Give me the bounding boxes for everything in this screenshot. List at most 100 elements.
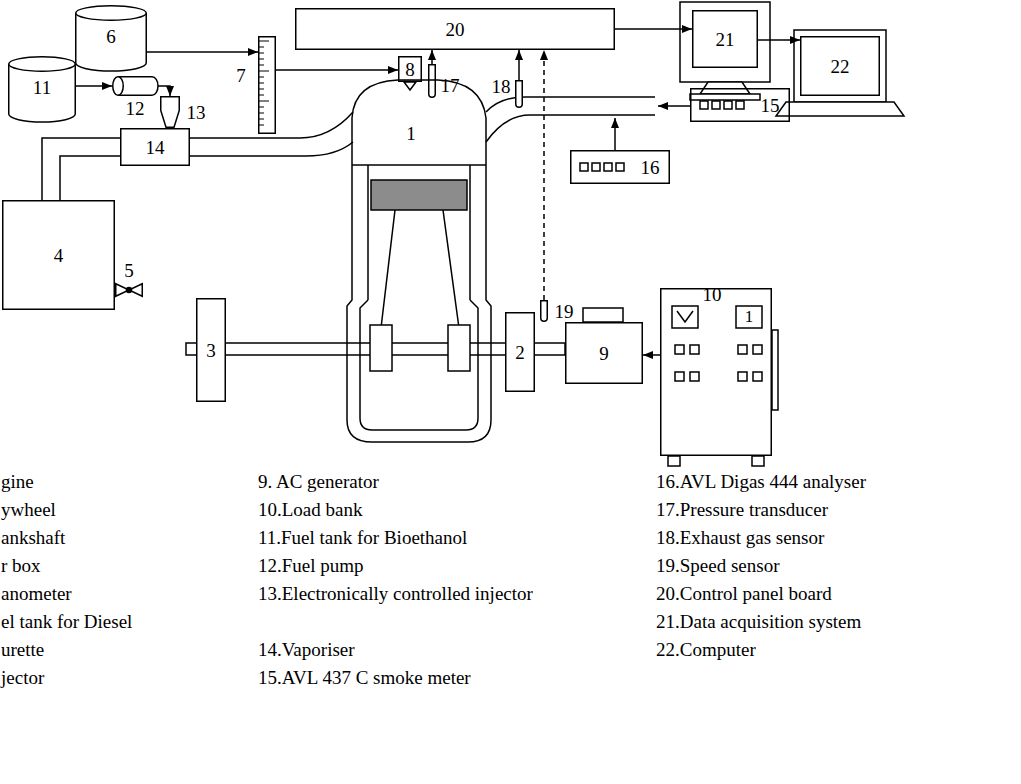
burette: 7	[258, 36, 276, 134]
ac-generator: 9	[565, 322, 643, 384]
callout-number: 2	[515, 343, 525, 362]
scale-tick	[259, 83, 264, 84]
intake-pipe	[60, 156, 120, 200]
intake-pipe	[42, 138, 120, 200]
scale-tick	[259, 71, 269, 72]
callout-number: 22	[831, 57, 850, 76]
flow-arrow	[76, 85, 112, 87]
scale-tick	[259, 107, 264, 108]
flow-arrow	[543, 50, 545, 300]
monitor-screen: 21	[692, 10, 758, 68]
crank-web	[370, 325, 392, 371]
callout-number: 21	[716, 30, 735, 49]
speed-sensor: 19	[540, 300, 548, 322]
button	[604, 163, 612, 171]
flow-arrow	[276, 69, 398, 71]
key-entry: 22.Computer	[656, 636, 756, 664]
generator-housing	[583, 308, 623, 322]
flow-arrow	[758, 39, 800, 41]
sensor-probe	[429, 65, 436, 98]
flow-arrow	[615, 28, 692, 30]
box-outline	[571, 151, 670, 184]
probe-arrow	[614, 118, 616, 150]
scale-tick	[259, 41, 269, 42]
engine: 1	[345, 78, 493, 444]
callout-number: 15	[761, 96, 780, 115]
scale-tick	[259, 125, 264, 126]
callout-number: 6	[106, 27, 116, 46]
bioethanol-tank: 11	[8, 56, 76, 122]
button	[580, 163, 588, 171]
sensor-probe	[541, 301, 548, 322]
key-entry: 19.Speed sensor	[656, 552, 779, 580]
button	[700, 101, 708, 109]
leg	[668, 456, 680, 466]
flywheel: 3	[196, 298, 226, 402]
key-entry: urette	[1, 636, 44, 664]
engine-outline	[345, 78, 493, 444]
gas-analyser: 16	[570, 150, 670, 184]
laptop-base	[776, 102, 904, 116]
piston	[371, 180, 467, 210]
vaporiser: 14	[120, 128, 190, 166]
crank-web	[448, 325, 470, 371]
box-outline	[3, 201, 115, 310]
scale-tick	[259, 95, 264, 96]
switch	[738, 345, 747, 354]
tank-body	[9, 64, 76, 122]
tank-top	[76, 6, 147, 21]
key-entry: ywheel	[1, 496, 56, 524]
button	[736, 101, 744, 109]
exhaust-gas-sensor: 18	[515, 80, 523, 108]
callout-number: 5	[124, 261, 134, 280]
key-entry: ankshaft	[1, 524, 65, 552]
scale-tick	[259, 119, 264, 120]
key-entry: 15.AVL 437 C smoke meter	[258, 664, 471, 692]
key-entry: 13.Electronically controlled injector	[258, 580, 538, 608]
pressure-transducer-outline	[428, 64, 436, 98]
key-entry: 9. AC generator	[258, 468, 379, 496]
callout-number: 18	[492, 77, 511, 96]
callout-number: 3	[206, 341, 216, 360]
pressure-transducer: 17	[428, 64, 436, 98]
switch	[753, 372, 762, 381]
handle	[772, 330, 778, 410]
callout-number: 7	[236, 66, 246, 85]
crankcase	[360, 300, 478, 430]
scale-tick	[259, 77, 264, 78]
callout-number: 1	[406, 124, 416, 143]
key-entry: 11.Fuel tank for Bioethanol	[258, 524, 467, 552]
monitor-base	[690, 94, 760, 100]
scale-tick	[259, 59, 264, 60]
exhaust-pipe	[486, 115, 655, 142]
meter-reading: 1	[736, 306, 762, 328]
button	[616, 163, 624, 171]
button	[724, 101, 732, 109]
manometer: 5	[115, 283, 143, 297]
flow-arrow	[147, 51, 258, 53]
callout-number: 4	[54, 246, 64, 265]
callout-number: 16	[641, 158, 660, 177]
leg	[752, 456, 764, 466]
load-bank-outline	[660, 288, 772, 456]
tank-top	[9, 57, 76, 72]
box-outline	[197, 299, 226, 402]
key-entry: 16.AVL Digas 444 analyser	[656, 468, 866, 496]
scale-tick	[259, 65, 264, 66]
intake-pipe	[190, 142, 353, 156]
key-entry: 10.Load bank	[258, 496, 362, 524]
box-outline	[691, 89, 790, 122]
diesel-tank: 6	[75, 5, 147, 71]
key-entry: 20.Control panel board	[656, 580, 832, 608]
exhaust-pipe	[486, 97, 655, 112]
flow-arrow	[431, 50, 433, 64]
box-outline	[296, 9, 615, 50]
callout-number: 19	[555, 302, 574, 321]
smoke-meter: 15	[690, 88, 790, 122]
control-panel: 20	[295, 8, 615, 50]
crankshaft-coupling: 2	[505, 312, 535, 392]
